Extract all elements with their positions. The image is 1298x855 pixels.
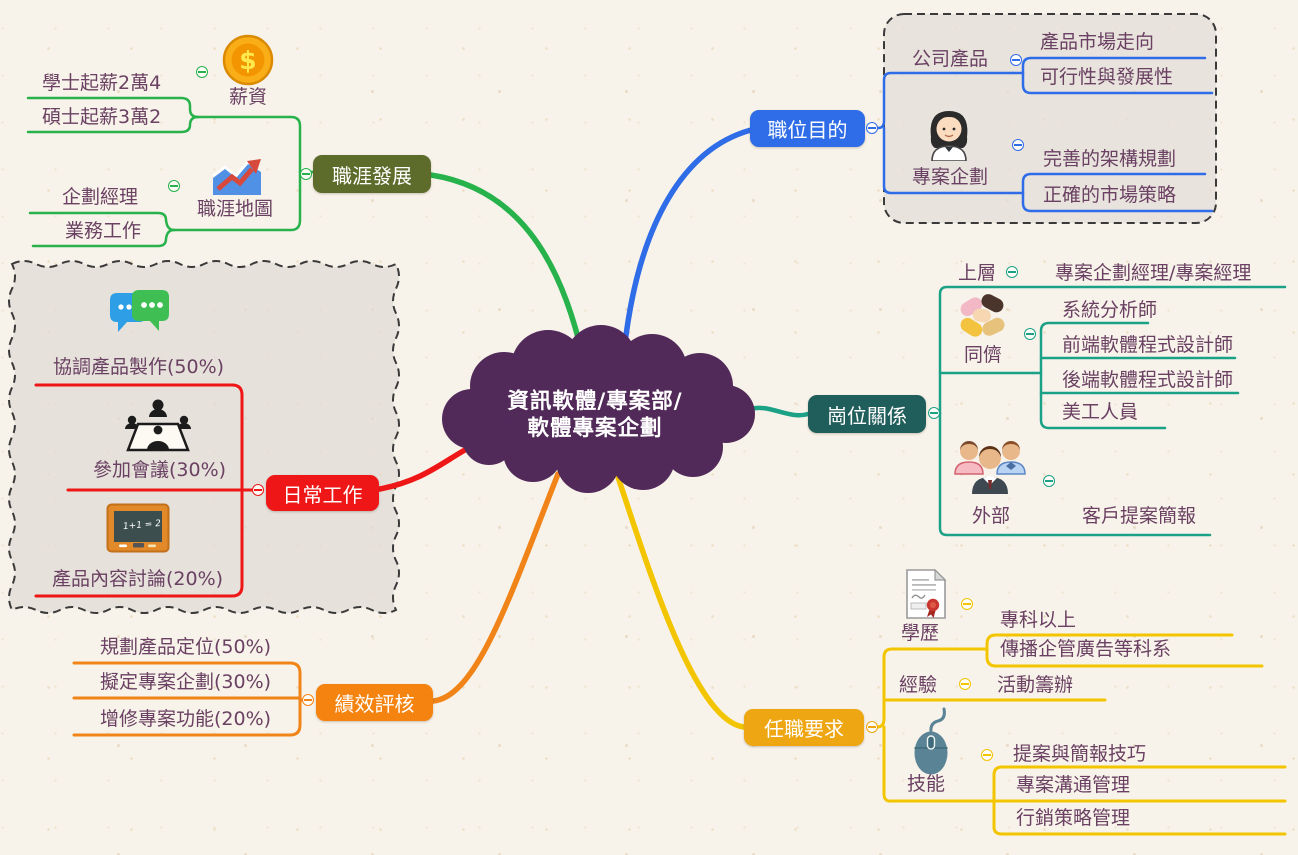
growth-chart-icon[interactable] [210, 148, 264, 198]
topic-feasibility-development[interactable]: 可行性與發展性 [1040, 66, 1174, 88]
central-topic-line2: 軟體專案企劃 [527, 416, 663, 441]
collapse-toggle-requirements[interactable] [866, 721, 878, 733]
topic-bachelor-salary[interactable]: 學士起薪2萬4 [42, 72, 162, 94]
topic-company-products[interactable]: 公司產品 [912, 48, 989, 70]
topic-project-planning-manager[interactable]: 專案企劃經理/專案經理 [1055, 262, 1252, 284]
svg-text:$: $ [239, 46, 256, 75]
branch-node-career-development[interactable]: 職涯發展 [313, 155, 431, 193]
topic-draft-project-plan[interactable]: 擬定專案企劃(30%) [100, 671, 272, 693]
collapse-toggle-upper[interactable] [1006, 266, 1018, 278]
business-people-icon[interactable] [950, 436, 1030, 500]
central-topic[interactable]: 資訊軟體/專案部/ 軟體專案企劃 [445, 388, 745, 442]
daily-work-boundary [8, 260, 400, 614]
topic-product-market-trend[interactable]: 產品市場走向 [1040, 31, 1155, 53]
topic-education[interactable]: 學歷 [901, 622, 940, 644]
topic-business-work[interactable]: 業務工作 [65, 220, 142, 242]
blackboard-icon[interactable]: 1+1 = 2 [106, 503, 170, 557]
computer-mouse-icon[interactable] [908, 706, 954, 776]
topic-proposal-presentation-skills[interactable]: 提案與簡報技巧 [1013, 743, 1147, 765]
collapse-toggle-career-map[interactable] [168, 180, 180, 192]
collapse-toggle-external[interactable] [1043, 475, 1055, 487]
collapse-toggle-relations[interactable] [928, 407, 940, 419]
topic-product-positioning[interactable]: 規劃產品定位(50%) [100, 636, 272, 658]
collapse-toggle-company-products[interactable] [1010, 54, 1022, 66]
topic-backend-programmer[interactable]: 後端軟體程式設計師 [1062, 369, 1234, 391]
coin-dollar-icon[interactable]: $ [222, 34, 274, 86]
branch-node-job-requirements[interactable]: 任職要求 [744, 709, 864, 746]
hands-together-icon[interactable] [955, 293, 1009, 341]
topic-system-analyst[interactable]: 系統分析師 [1062, 299, 1158, 321]
collapse-toggle-education[interactable] [961, 598, 973, 610]
topic-art-staff[interactable]: 美工人員 [1062, 401, 1139, 423]
topic-marketing-strategy[interactable]: 行銷策略管理 [1016, 807, 1131, 829]
topic-career-map[interactable]: 職涯地圖 [197, 198, 274, 220]
svg-text:1+1 = 2: 1+1 = 2 [123, 519, 162, 532]
chat-bubbles-icon[interactable] [106, 288, 172, 348]
topic-peers[interactable]: 同儕 [964, 344, 1003, 366]
topic-salary[interactable]: 薪資 [229, 86, 268, 108]
meeting-table-icon[interactable] [120, 398, 196, 456]
topic-master-salary[interactable]: 碩士起薪3萬2 [42, 106, 162, 128]
topic-coordinate-production[interactable]: 協調產品製作(50%) [53, 356, 225, 378]
position-purpose-boundary [883, 13, 1217, 224]
topic-attend-meetings[interactable]: 參加會議(30%) [93, 459, 227, 481]
branch-node-position-purpose[interactable]: 職位目的 [750, 110, 865, 147]
topic-external[interactable]: 外部 [972, 505, 1011, 527]
topic-planning-manager[interactable]: 企劃經理 [62, 186, 139, 208]
topic-product-content-discussion[interactable]: 產品內容討論(20%) [52, 568, 224, 590]
central-topic-cloud[interactable] [442, 325, 755, 493]
collapse-toggle-salary[interactable] [196, 66, 208, 78]
topic-upper-level[interactable]: 上層 [958, 262, 997, 284]
collapse-toggle-daily-work[interactable] [252, 484, 264, 496]
topic-related-departments[interactable]: 傳播企管廣告等科系 [1000, 638, 1172, 660]
topic-client-proposal-presentation[interactable]: 客戶提案簡報 [1082, 505, 1197, 527]
topic-correct-market-strategy[interactable]: 正確的市場策略 [1043, 184, 1177, 206]
topic-event-organization[interactable]: 活動籌辦 [997, 674, 1074, 696]
branch-node-position-relations[interactable]: 崗位關係 [808, 395, 926, 433]
collapse-toggle-performance[interactable] [302, 694, 314, 706]
collapse-toggle-project-planning[interactable] [1012, 139, 1024, 151]
central-topic-line1: 資訊軟體/專案部/ [507, 389, 683, 414]
collapse-toggle-experience[interactable] [959, 678, 971, 690]
topic-modify-project-functions[interactable]: 增修專案功能(20%) [100, 708, 272, 730]
branch-node-performance-review[interactable]: 績效評核 [316, 684, 433, 721]
topic-project-communication[interactable]: 專案溝通管理 [1016, 774, 1131, 796]
collapse-toggle-peers[interactable] [1024, 328, 1036, 340]
topic-junior-college-above[interactable]: 專科以上 [1000, 609, 1077, 631]
certificate-icon[interactable] [903, 568, 949, 620]
collapse-toggle-purpose[interactable] [866, 122, 878, 134]
topic-complete-architecture[interactable]: 完善的架構規劃 [1043, 148, 1177, 170]
topic-frontend-programmer[interactable]: 前端軟體程式設計師 [1062, 334, 1234, 356]
collapse-toggle-career[interactable] [300, 168, 312, 180]
woman-avatar-icon[interactable] [923, 103, 975, 161]
topic-experience[interactable]: 經驗 [899, 674, 938, 696]
branch-node-daily-work[interactable]: 日常工作 [266, 475, 379, 511]
topic-project-planning[interactable]: 專案企劃 [912, 166, 989, 188]
collapse-toggle-skills[interactable] [981, 749, 993, 761]
topic-skills[interactable]: 技能 [907, 773, 946, 795]
